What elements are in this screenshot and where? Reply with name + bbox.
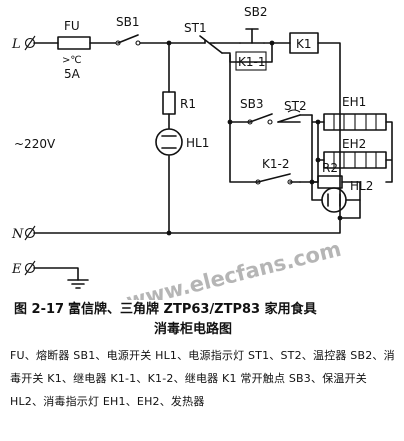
wire-heater-bus (229, 114, 319, 183)
figure-title: 富信牌、三角牌 ZTP63/ZTP83 家用食具 (68, 302, 317, 317)
circuit-schematic: L N E FU >℃ 5A ~220V SB1 ST1 SB2 K1 K1-1… (11, 5, 393, 300)
wire-hl2-loop (311, 181, 361, 219)
label-hl1: HL1 (186, 136, 209, 150)
sb3-switch-symbol (247, 113, 273, 125)
terminal-E (24, 260, 36, 276)
junction-dot (227, 119, 233, 125)
label-r2: R2 (322, 161, 338, 175)
component-legend: FU、熔断器 SB1、电源开关 HL1、电源指示灯 ST1、ST2、温控器 SB… (10, 349, 395, 408)
r2-resistor (317, 175, 343, 189)
terminal-N (24, 225, 36, 241)
figure-title-line2: 消毒柜电路图 (154, 322, 233, 337)
label-fuse-temp: >℃ (62, 55, 82, 66)
junction-dot (269, 40, 275, 46)
wire-st1-branch (204, 39, 231, 123)
junction-dot (315, 157, 321, 163)
label-st1: ST1 (184, 21, 207, 35)
label-sb1: SB1 (116, 15, 139, 29)
junction-dot (337, 215, 343, 221)
label-st2: ST2 (284, 99, 307, 113)
junction-dot (315, 119, 321, 125)
label-sb3: SB3 (240, 97, 263, 111)
r1-resistor (162, 91, 176, 115)
label-terminal-L: L (11, 37, 21, 52)
earth-ground-symbol (67, 279, 89, 289)
sb2-switch-symbol (239, 28, 265, 44)
hl2-indicator-lamp (321, 187, 347, 213)
k1-1-contact-symbol (235, 51, 267, 71)
junction-dot (166, 230, 172, 236)
wire-earth (33, 267, 79, 281)
st1-thermostat-symbol (199, 35, 223, 54)
label-fuse-rating: 5A (64, 67, 81, 81)
wire-r2 (299, 181, 361, 201)
hl1-indicator-lamp (155, 128, 183, 156)
st2-thermostat-symbol (277, 109, 313, 123)
label-eh2: EH2 (342, 137, 366, 151)
k1-relay-coil (289, 32, 319, 54)
wire-line-N (33, 217, 341, 234)
label-k1-2: K1-2 (262, 157, 289, 171)
label-terminal-E: E (11, 262, 22, 277)
k1-2-contact-symbol (255, 173, 293, 185)
eh1-heater-element (323, 113, 387, 131)
sb1-switch-symbol (115, 34, 141, 46)
junction-dot (166, 40, 172, 46)
label-supply: ~220V (14, 137, 56, 151)
label-fuse: FU (64, 19, 80, 33)
label-sb2: SB2 (244, 5, 267, 19)
wire-heater-returns (317, 121, 325, 161)
wire-line-L (33, 42, 341, 219)
label-r1: R1 (180, 97, 196, 111)
label-k1-1: K1-1 (238, 55, 265, 69)
terminal-L (24, 35, 36, 51)
wire-heater-right-bus (385, 121, 393, 183)
label-hl2: HL2 (350, 179, 373, 193)
watermark: www.elecfans.com (124, 237, 344, 300)
label-terminal-N: N (11, 227, 24, 242)
label-k1-coil: K1 (296, 37, 312, 51)
wire-k1-1-loop (229, 42, 273, 63)
fuse-symbol (57, 36, 91, 50)
figure-number: 图 2-17 (14, 302, 65, 317)
label-eh1: EH1 (342, 95, 366, 109)
